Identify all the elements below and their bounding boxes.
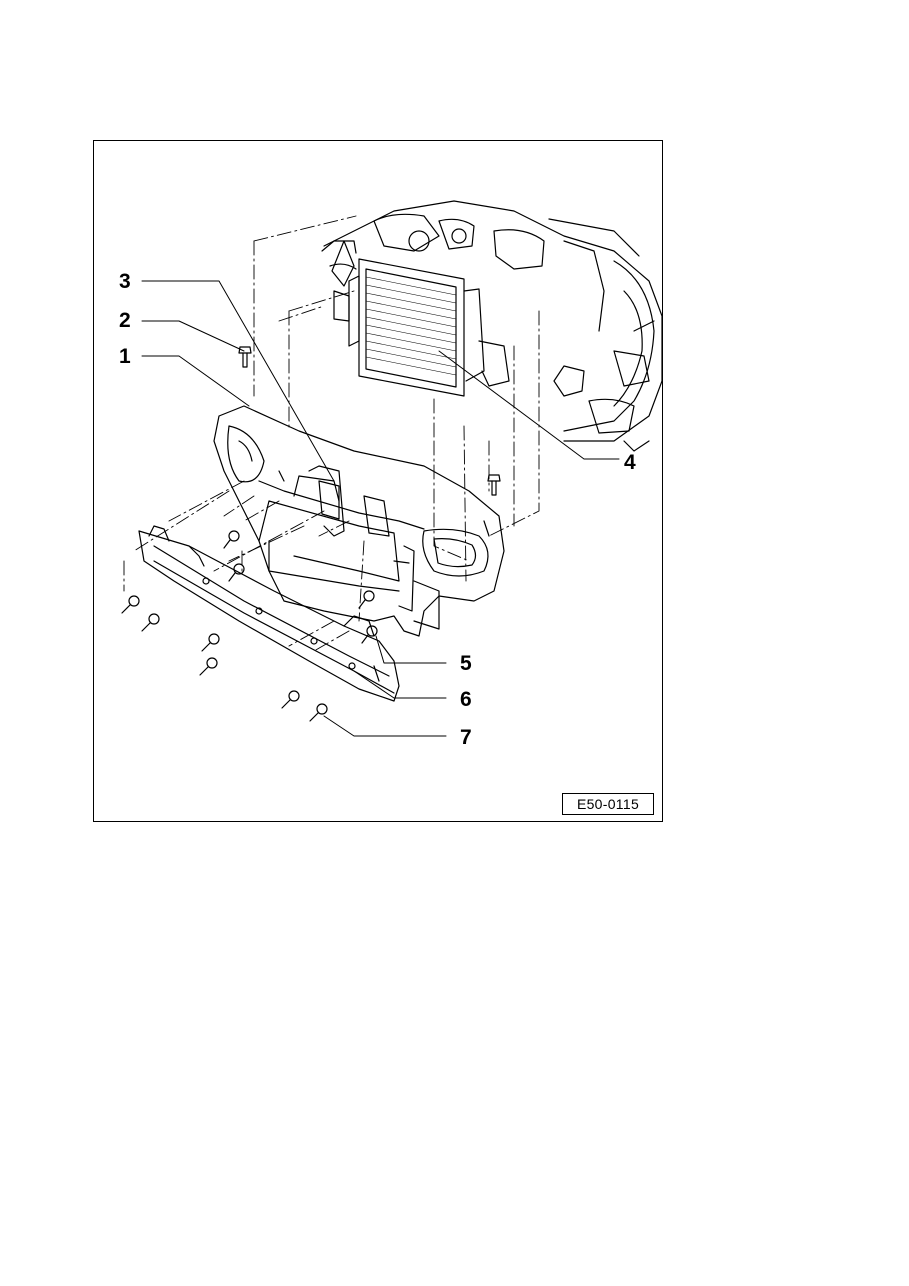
callout-2: 2: [119, 309, 131, 332]
callout-3: 3: [119, 270, 131, 293]
leader-lines: [141, 280, 620, 737]
diagram-drawing: [121, 200, 663, 737]
callout-6: 6: [460, 688, 472, 711]
callout-1: 1: [119, 345, 131, 368]
exploded-view-diagram: 1 2 3 4 5 6 7 E50-0115: [93, 140, 663, 822]
callout-7: 7: [460, 726, 472, 749]
alignment-lines: [123, 215, 540, 652]
radiator-assembly: [333, 258, 510, 397]
engine-bay-drawing: [321, 200, 663, 452]
callout-4: 4: [624, 451, 636, 474]
fastener-bolts: [121, 346, 501, 722]
figure-code-label: E50-0115: [562, 793, 654, 815]
callout-5: 5: [460, 652, 472, 675]
bumper-impact-beam: [138, 525, 400, 702]
lock-carrier-front-panel: [213, 405, 505, 637]
